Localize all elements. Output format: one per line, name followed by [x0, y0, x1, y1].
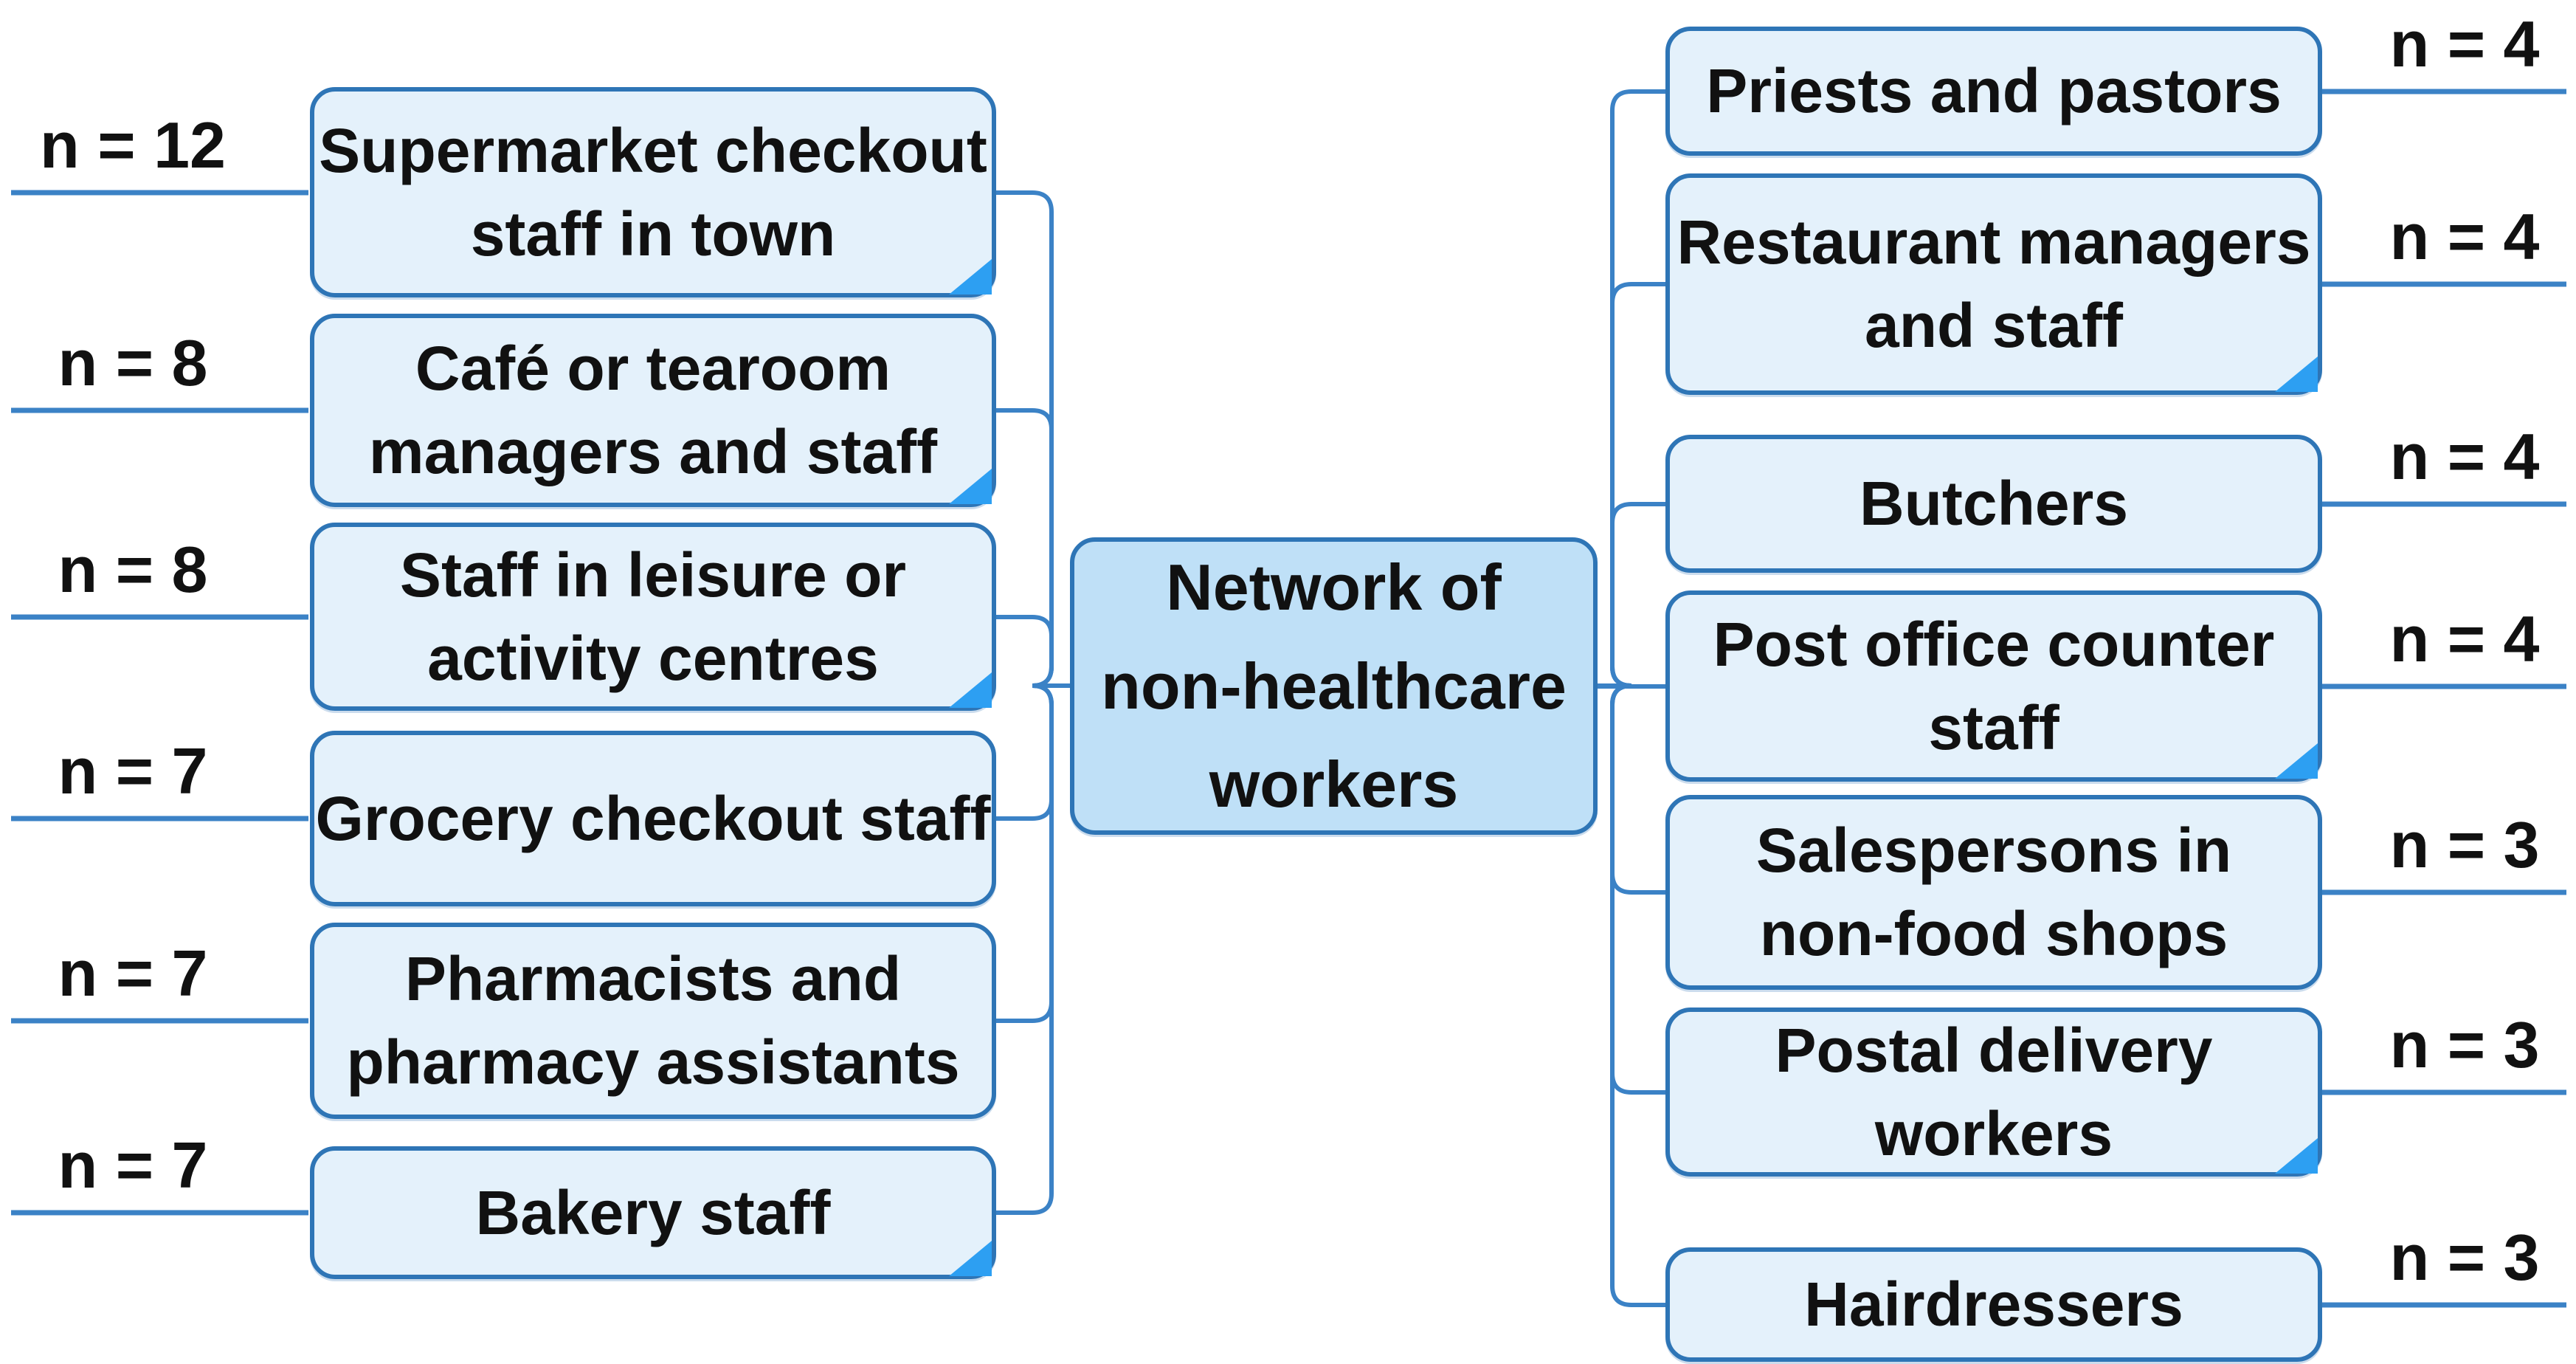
node-pharmacists: Pharmacists and pharmacy assistants: [310, 923, 996, 1119]
node-label: workers: [1874, 1098, 2113, 1168]
node-butchers: Butchers: [1665, 435, 2322, 573]
n-label-salespersons-non-food: n = 3: [2389, 808, 2540, 881]
center-node-label: non-healthcare: [1101, 649, 1567, 723]
n-label-supermarket-checkout-staff: n = 12: [40, 108, 226, 182]
node-label: Post office counter: [1713, 609, 2275, 679]
node-label: Restaurant managers: [1677, 207, 2311, 278]
node-postal-delivery-workers: Postal delivery workers: [1665, 1008, 2322, 1177]
node-label: staff: [1928, 692, 2059, 762]
connector-leisure-activity-staff: [996, 615, 1074, 688]
node-label: Staff in leisure or: [399, 540, 907, 610]
n-label-priests-pastors: n = 4: [2389, 7, 2540, 80]
connector-supermarket-checkout-staff: [996, 190, 1074, 688]
n-label-bakery-staff: n = 7: [58, 1129, 208, 1202]
node-label: activity centres: [427, 623, 879, 693]
n-label-postal-delivery-workers: n = 3: [2389, 1008, 2540, 1081]
corner-fold-icon: [2275, 743, 2318, 779]
connector-grocery-checkout-staff: [996, 683, 1074, 821]
corner-fold-icon: [2275, 356, 2318, 392]
center-node-network-of-non-healthcare-workers: Network of non-healthcare workers: [1070, 537, 1598, 835]
node-grocery-checkout-staff: Grocery checkout staff: [310, 731, 996, 906]
node-leisure-activity-staff: Staff in leisure or activity centres: [310, 523, 996, 711]
node-label: Butchers: [1859, 469, 2129, 539]
node-post-office-staff: Post office counter staff: [1665, 590, 2322, 782]
connector-priests-pastors: [1593, 89, 1665, 688]
corner-fold-icon: [949, 469, 992, 504]
connector-cafe-tearoom-staff: [996, 408, 1074, 688]
node-label: Priests and pastors: [1706, 56, 2282, 126]
n-label-grocery-checkout-staff: n = 7: [58, 734, 208, 807]
n-label-cafe-tearoom-staff: n = 8: [58, 326, 208, 399]
connector-pharmacists: [996, 683, 1074, 1023]
node-label: managers and staff: [368, 417, 938, 486]
node-label: Grocery checkout staff: [315, 783, 991, 853]
node-label: Bakery staff: [475, 1177, 831, 1247]
n-label-restaurant-staff: n = 4: [2389, 200, 2540, 273]
node-label: Pharmacists and: [404, 944, 902, 1014]
node-priests-pastors: Priests and pastors: [1665, 27, 2322, 156]
n-label-hairdressers: n = 3: [2389, 1221, 2540, 1294]
node-label: Supermarket checkout: [319, 115, 987, 185]
connector-butchers: [1593, 502, 1665, 688]
node-label: pharmacy assistants: [346, 1027, 960, 1097]
node-label: and staff: [1864, 291, 2124, 360]
node-label: Café or tearoom: [415, 334, 891, 404]
node-label: Salespersons in: [1755, 816, 2232, 886]
center-node-label: Network of: [1166, 550, 1502, 624]
node-cafe-tearoom-staff: Café or tearoom managers and staff: [310, 314, 996, 507]
corner-fold-icon: [949, 1241, 992, 1276]
node-label: Postal delivery: [1775, 1015, 2213, 1085]
connector-salespersons-non-food: [1593, 683, 1665, 895]
connector-hairdressers: [1593, 683, 1665, 1307]
node-supermarket-checkout-staff: Supermarket checkout staff in town: [310, 87, 996, 297]
node-hairdressers: Hairdressers: [1665, 1247, 2322, 1362]
connector-bakery-staff: [996, 683, 1074, 1215]
n-label-post-office-staff: n = 4: [2389, 602, 2540, 675]
node-salespersons-non-food: Salespersons in non-food shops: [1665, 795, 2322, 990]
n-label-pharmacists: n = 7: [58, 937, 208, 1010]
n-label-leisure-activity-staff: n = 8: [58, 533, 208, 606]
node-label: non-food shops: [1759, 899, 2228, 968]
corner-fold-icon: [949, 672, 992, 708]
corner-fold-icon: [949, 259, 992, 294]
corner-fold-icon: [2275, 1138, 2318, 1174]
node-restaurant-staff: Restaurant managers and staff: [1665, 173, 2322, 395]
node-bakery-staff: Bakery staff: [310, 1146, 996, 1279]
node-label: Hairdressers: [1804, 1270, 2183, 1340]
center-node-label: workers: [1209, 748, 1459, 822]
n-label-butchers: n = 4: [2389, 420, 2540, 493]
node-label: staff in town: [470, 199, 836, 269]
connector-postal-delivery-workers: [1593, 683, 1665, 1095]
connector-restaurant-staff: [1593, 282, 1665, 688]
